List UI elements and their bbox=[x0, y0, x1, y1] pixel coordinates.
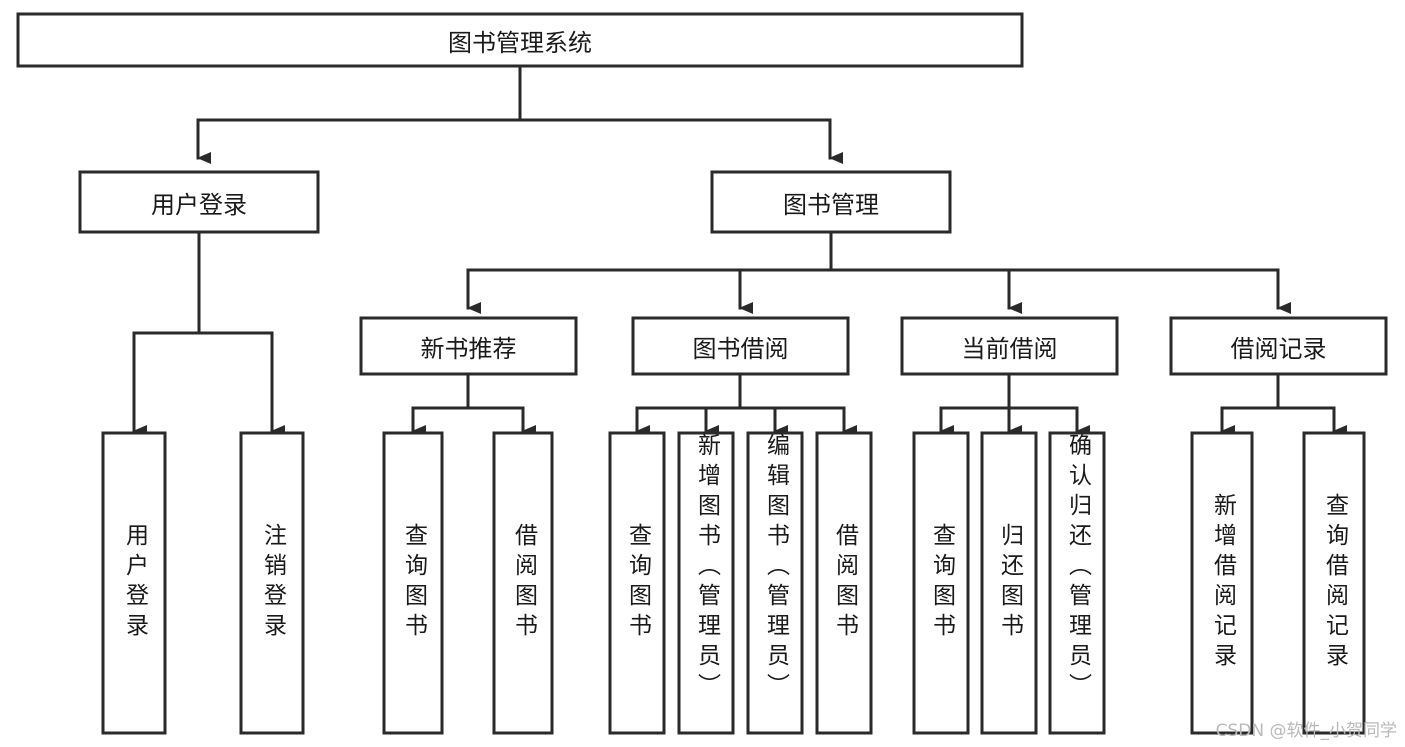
node-new-book-recommend-box[interactable] bbox=[359, 316, 578, 376]
leaf-box-book-borrow-2[interactable] bbox=[677, 431, 735, 735]
node-book-manage-box[interactable] bbox=[710, 170, 952, 234]
leaf-box-book-borrow-3[interactable] bbox=[746, 431, 804, 735]
leaf-box-user-login-2[interactable] bbox=[239, 431, 305, 735]
leaf-box-current-borrow-3[interactable] bbox=[1048, 431, 1106, 735]
leaf-box-current-borrow-2[interactable] bbox=[980, 431, 1038, 735]
leaf-box-current-borrow-1[interactable] bbox=[912, 431, 970, 735]
leaf-box-book-borrow-4[interactable] bbox=[815, 431, 873, 735]
node-current-borrow-box[interactable] bbox=[900, 316, 1119, 376]
leaf-box-new-book-1[interactable] bbox=[382, 431, 444, 735]
leaf-box-book-borrow-1[interactable] bbox=[608, 431, 666, 735]
leaf-box-borrow-record-2[interactable] bbox=[1302, 431, 1366, 735]
node-book-borrow-box[interactable] bbox=[631, 316, 850, 376]
leaf-box-user-login-1[interactable] bbox=[101, 431, 167, 735]
node-user-login-box[interactable] bbox=[78, 170, 320, 234]
node-borrow-record-box[interactable] bbox=[1169, 316, 1388, 376]
node-root-box[interactable] bbox=[16, 12, 1024, 68]
leaf-box-new-book-2[interactable] bbox=[492, 431, 554, 735]
leaf-box-borrow-record-1[interactable] bbox=[1190, 431, 1254, 735]
